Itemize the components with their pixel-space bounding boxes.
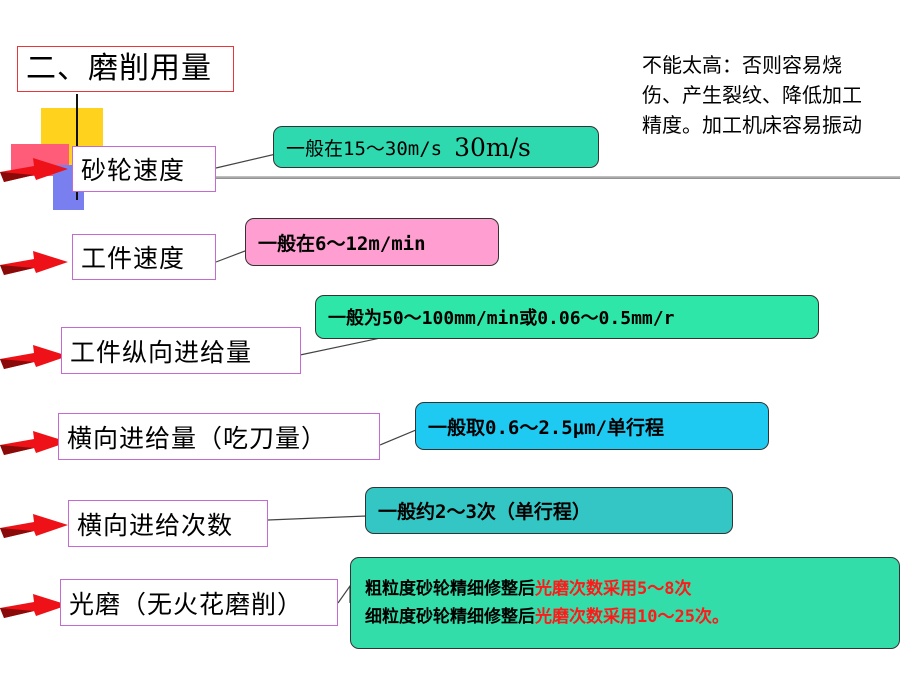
decor-horizontal-line [76, 176, 900, 179]
red-arrow-icon [0, 251, 68, 275]
callout-line-1: 粗粒度砂轮精细修整后光磨次数采用5～8次 [365, 575, 691, 603]
callout-text: 一般为50～100mm/min或0.06～0.5mm/r [328, 308, 675, 329]
red-arrow-icon [0, 345, 68, 369]
side-note: 不能太高：否则容易烧伤、产生裂纹、降低加工精度。加工机床容易振动 [642, 53, 862, 137]
callout-line-highlight: 光磨次数采用10～25次。 [535, 607, 729, 627]
label-text: 工件速度 [81, 244, 186, 273]
red-arrow-icon [0, 158, 68, 182]
label-text: 光磨（无火花磨削） [69, 589, 304, 619]
red-arrow-icon [0, 431, 68, 455]
page-title: 二、磨削用量 [17, 46, 234, 92]
label-cross-feed: 横向进给量（吃刀量） [58, 413, 380, 460]
label-workpiece-speed: 工件速度 [72, 234, 216, 280]
callout-line-prefix: 粗粒度砂轮精细修整后 [365, 579, 535, 599]
callout-text: 一般在15～30m/s [286, 137, 443, 160]
callout-cross-feed-count: 一般约2～3次（单行程） [365, 487, 733, 534]
callout-text: 一般约2～3次（单行程） [378, 501, 591, 523]
red-arrow-icon [0, 514, 68, 538]
callout-workpiece-speed: 一般在6～12m/min [245, 218, 499, 266]
callout-spark-out: 粗粒度砂轮精细修整后光磨次数采用5～8次 细粒度砂轮精细修整后光磨次数采用10～… [350, 557, 900, 649]
label-text: 横向进给量（吃刀量） [67, 423, 328, 453]
callout-line-prefix: 细粒度砂轮精细修整后 [365, 607, 535, 627]
connector-6 [337, 584, 351, 604]
red-arrow-icon [0, 594, 68, 618]
label-text: 砂轮速度 [81, 156, 186, 185]
label-text: 横向进给次数 [77, 510, 234, 540]
label-text: 工件纵向进给量 [70, 337, 253, 367]
label-spark-out: 光磨（无火花磨削） [60, 579, 338, 626]
callout-longitudinal-feed: 一般为50～100mm/min或0.06～0.5mm/r [315, 295, 819, 339]
connector-5 [267, 515, 377, 531]
callout-text: 一般取0.6～2.5μm/单行程 [428, 416, 664, 439]
callout-extra: 30m/s [454, 132, 531, 162]
callout-cross-feed: 一般取0.6～2.5μm/单行程 [415, 402, 769, 450]
callout-line-2: 细粒度砂轮精细修整后光磨次数采用10～25次。 [365, 603, 729, 631]
callout-text: 一般在6～12m/min [258, 232, 426, 255]
label-wheel-speed: 砂轮速度 [72, 146, 216, 192]
label-longitudinal-feed: 工件纵向进给量 [61, 327, 301, 374]
label-cross-feed-count: 横向进给次数 [68, 500, 268, 547]
callout-line-highlight: 光磨次数采用5～8次 [535, 579, 692, 599]
callout-wheel-speed: 一般在15～30m/s 30m/s [273, 126, 599, 168]
